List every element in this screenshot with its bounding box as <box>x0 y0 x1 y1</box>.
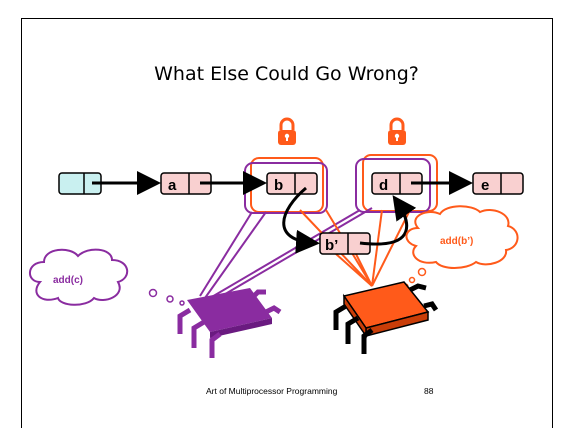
node-label-a: a <box>168 177 177 194</box>
slide-frame <box>21 18 553 428</box>
node-label-e: e <box>481 177 489 194</box>
thought-text-left: add(c) <box>53 275 83 286</box>
thought-cloud-left: add(c) <box>29 248 185 306</box>
node-label-d: d <box>379 177 388 194</box>
list-node-b: b <box>266 172 318 195</box>
list-node-e: e <box>472 172 524 195</box>
thought-text-right: add(b’) <box>440 236 473 247</box>
orange-cpu-chip-icon <box>333 281 439 354</box>
next-pointers <box>92 171 473 254</box>
page-number: 88 <box>424 386 434 396</box>
slide-title: What Else Could Go Wrong? <box>154 63 419 85</box>
footer-text: Art of Multiprocessor Programming <box>206 386 338 396</box>
lock-icon <box>388 117 406 145</box>
purple-cpu-chip-icon <box>177 288 282 358</box>
thought-cloud-right: add(b’) <box>403 205 519 289</box>
node-label-b: b <box>274 177 283 194</box>
node-label-b-prime: b’ <box>325 237 338 254</box>
lock-icon <box>278 117 296 145</box>
